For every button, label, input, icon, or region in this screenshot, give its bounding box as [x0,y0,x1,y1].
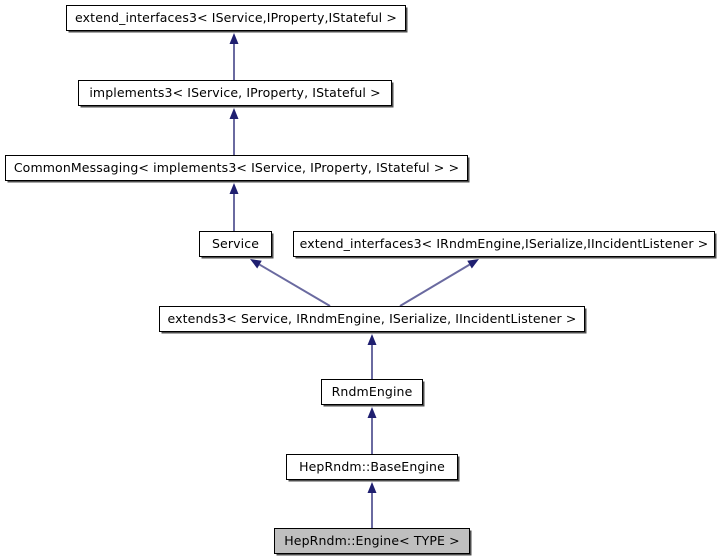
edge-arrowhead-icon [367,482,377,493]
class-node-label: extends3< Service, IRndmEngine, ISeriali… [167,310,577,326]
class-node-heprndm-base-engine[interactable]: HepRndm::BaseEngine [286,454,458,480]
class-node-label: HepRndm::BaseEngine [299,458,445,474]
class-node-label: RndmEngine [331,383,413,399]
class-node-implements3-service[interactable]: implements3< IService, IProperty, IState… [78,80,392,106]
inheritance-edge [250,259,331,307]
class-node-service[interactable]: Service [199,231,272,257]
edge-arrowhead-icon [250,259,262,269]
class-node-label: Service [211,235,260,251]
edge-arrowhead-icon [367,334,377,345]
edge-line [399,263,471,307]
class-node-extend-interfaces3-rndm[interactable]: extend_interfaces3< IRndmEngine,ISeriali… [293,231,715,257]
class-node-label: HepRndm::Engine< TYPE > [284,532,460,548]
inheritance-edge [229,183,239,231]
inheritance-edge [367,482,377,528]
edge-arrowhead-icon [229,108,239,119]
class-node-extends3-service-rndm[interactable]: extends3< Service, IRndmEngine, ISeriali… [159,306,585,332]
edge-arrowhead-icon [229,183,239,194]
edge-arrowhead-icon [467,259,479,269]
inheritance-edge [229,33,239,80]
edge-line [258,263,331,307]
inheritance-edge [399,259,479,307]
class-node-label: extend_interfaces3< IService,IProperty,I… [75,9,397,25]
inheritance-edge [367,334,377,379]
class-node-label: CommonMessaging< implements3< IService, … [13,159,460,175]
class-node-label: implements3< IService, IProperty, IState… [89,84,381,100]
class-node-label: extend_interfaces3< IRndmEngine,ISeriali… [299,235,709,251]
inheritance-edge [367,407,377,454]
edge-arrowhead-icon [229,33,239,44]
class-node-heprndm-engine-type[interactable]: HepRndm::Engine< TYPE > [274,528,470,554]
class-node-rndm-engine[interactable]: RndmEngine [321,379,423,405]
class-node-common-messaging[interactable]: CommonMessaging< implements3< IService, … [5,155,468,181]
class-node-extend-interfaces3-service[interactable]: extend_interfaces3< IService,IProperty,I… [66,5,406,31]
inheritance-edge [229,108,239,155]
edge-arrowhead-icon [367,407,377,418]
